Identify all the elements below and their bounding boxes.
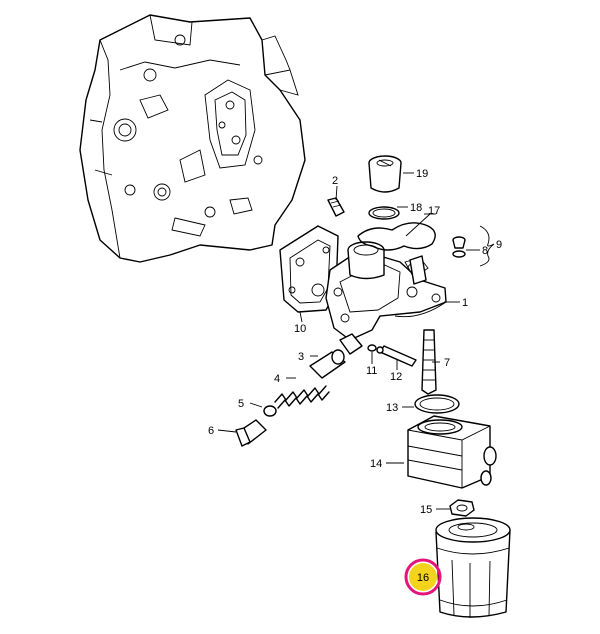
callout-16: 16 bbox=[417, 572, 429, 584]
callout-10: 10 bbox=[294, 323, 306, 335]
callout-9: 9 bbox=[496, 239, 502, 251]
part-17-seal bbox=[357, 222, 436, 251]
callout-2: 2 bbox=[332, 175, 338, 187]
part-3-valve bbox=[309, 349, 346, 379]
highlighted-callout-16[interactable]: 16 bbox=[404, 558, 442, 596]
callout-17: 17 bbox=[428, 205, 440, 217]
part-5-seal-ring bbox=[263, 405, 277, 417]
part-13-o-ring-inner bbox=[419, 397, 455, 411]
part-14-oil-cooler bbox=[407, 415, 497, 489]
part-2-stud bbox=[327, 197, 345, 217]
callout-6: 6 bbox=[208, 425, 214, 437]
oil-filter-bracket-part-1 bbox=[325, 241, 447, 355]
callout-4: 4 bbox=[274, 373, 280, 385]
part-11-washer bbox=[367, 344, 377, 352]
engine-block bbox=[79, 14, 306, 263]
callout-8: 8 bbox=[482, 245, 488, 257]
callout-18: 18 bbox=[410, 202, 422, 214]
leader-lines bbox=[217, 172, 495, 510]
callout-labels: 1 2 3 4 5 6 7 8 9 10 11 12 13 14 15 17 1… bbox=[208, 168, 502, 516]
callout-11: 11 bbox=[366, 365, 377, 377]
part-19-cap bbox=[368, 155, 402, 193]
part-4-spring bbox=[274, 385, 330, 409]
highlight-fill bbox=[409, 563, 437, 591]
callout-14: 14 bbox=[370, 458, 382, 470]
callout-15: 15 bbox=[420, 504, 432, 516]
highlight-ring bbox=[404, 558, 442, 596]
callout-13: 13 bbox=[386, 402, 398, 414]
callout-12: 12 bbox=[390, 371, 402, 383]
part-12-bolt bbox=[376, 345, 417, 367]
callout-1: 1 bbox=[462, 297, 468, 309]
oil-pressure-switch bbox=[409, 255, 427, 285]
part-7-stud bbox=[421, 329, 437, 395]
callout-19: 19 bbox=[416, 168, 428, 180]
part-16-oil-filter bbox=[435, 517, 511, 618]
part-15-nut bbox=[449, 499, 475, 517]
part-8-9-screw bbox=[452, 236, 466, 258]
part-18-o-ring-inner bbox=[372, 208, 396, 218]
callout-5: 5 bbox=[238, 398, 244, 410]
callout-3: 3 bbox=[298, 351, 304, 363]
callout-7: 7 bbox=[444, 357, 450, 369]
part-6-plug bbox=[235, 419, 267, 447]
